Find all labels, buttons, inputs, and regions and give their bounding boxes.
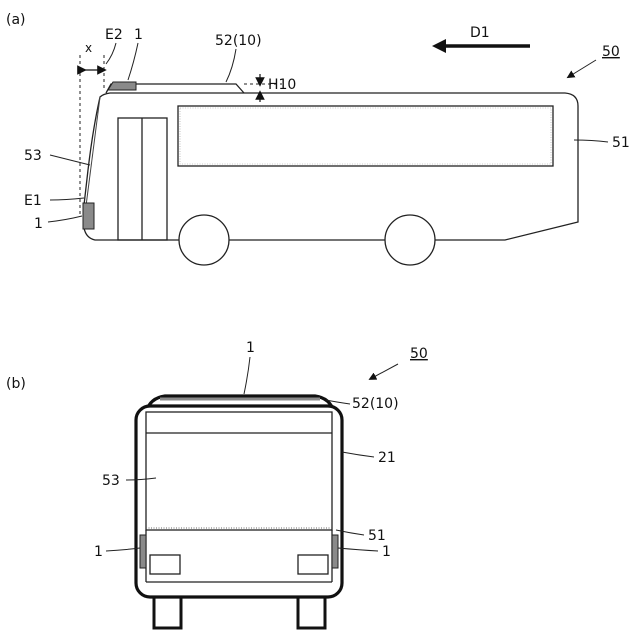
lead-52-10 [226,49,236,82]
panel-a-label: (a) [6,12,26,28]
panel-a: (a) x E2 1 52(10) [6,12,630,265]
label-x: x [85,41,92,55]
roof-sensor-1 [108,82,136,90]
lead-21 [342,452,374,457]
lead-e1 [50,198,84,200]
front-panel-53 [86,97,100,206]
label-1-top: 1 [134,27,143,43]
left-headlight [150,555,180,574]
lead-50-b [372,364,398,378]
lead-1-top-b [244,357,250,394]
label-51-a: 51 [612,135,630,151]
label-e2: E2 [105,27,123,43]
lead-1-front [48,216,82,222]
windshield [146,412,332,530]
lead-51-a [574,140,608,142]
right-headlight [298,555,328,574]
label-51-b: 51 [368,528,386,544]
label-53-b: 53 [102,473,120,489]
panel-b: (b) 1 50 52(10) 21 53 [6,340,428,628]
right-sensor-1 [332,535,338,568]
label-1-left: 1 [94,544,103,560]
label-50-a: 50 [602,44,620,60]
label-1-top-b: 1 [246,340,255,356]
label-d1: D1 [470,25,490,41]
label-21: 21 [378,450,396,466]
lead-53-a [50,155,90,165]
lead-50-a [570,60,596,76]
lead-1-right [338,548,378,551]
label-1-front: 1 [34,216,43,232]
left-sensor-1 [140,535,146,568]
label-h10: H10 [268,77,296,93]
rear-wheel [385,215,435,265]
front-wheel [179,215,229,265]
side-window [178,106,553,166]
lead-e2 [106,43,116,64]
lead-1-top [128,43,138,80]
label-1-right: 1 [382,544,391,560]
label-e1: E1 [24,193,42,209]
label-53-a: 53 [24,148,42,164]
label-50-b: 50 [410,346,428,362]
panel-b-label: (b) [6,376,26,392]
d1-arrowhead [432,39,446,53]
label-52-10: 52(10) [215,33,262,49]
front-sensor-1 [83,203,94,229]
label-52-10-b: 52(10) [352,396,399,412]
